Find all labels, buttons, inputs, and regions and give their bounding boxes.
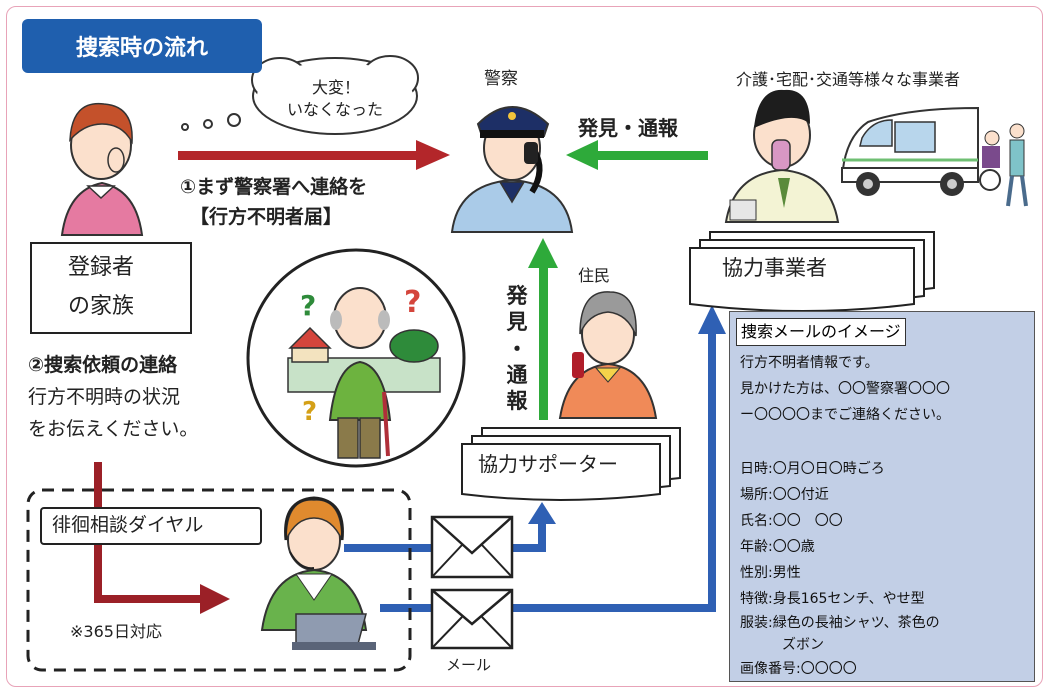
business-card-stack [689, 231, 935, 312]
mail-line: 服装:緑色の長袖シャツ、茶色の [740, 615, 940, 631]
mail-line: 見かけた方は、〇〇警察署〇〇〇 [740, 381, 950, 397]
family-member-illustration [60, 102, 144, 236]
consult-dial-label: 徘徊相談ダイヤル [52, 514, 204, 536]
business-worker-illustration [724, 89, 840, 223]
speech-bubble-line1: 大変！ [312, 78, 361, 97]
mail-line: ー〇〇〇〇までご連絡ください。 [740, 407, 950, 423]
step1-sublabel: 【行方不明者届】 [190, 206, 343, 228]
family-box-line2: の家族 [68, 294, 135, 319]
operator-illustration [260, 496, 376, 650]
found-report-label-vertical: 発 見 ・ 通 報 [506, 284, 528, 413]
mail-line: 日時:〇月〇日〇時ごろ [740, 461, 885, 477]
found-report-label-horizontal: 発見・通報 [578, 116, 678, 140]
svg-text:?: ? [300, 289, 316, 322]
police-officer-illustration [450, 106, 574, 233]
cooperating-supporter-label: 協力サポーター [478, 452, 618, 476]
family-box-line1: 登録者 [68, 255, 135, 280]
mail-line: 特徴:身長165センチ、やせ型 [740, 591, 925, 607]
consult-dial-area [26, 488, 412, 672]
speech-bubble-line2: いなくなった [287, 100, 384, 119]
step2-line1: 行方不明時の状況 [28, 386, 181, 408]
search-mail-title: 捜索メールのイメージ [736, 318, 906, 346]
title-badge [22, 19, 262, 73]
resident-illustration [558, 291, 658, 419]
registered-family-box [30, 242, 192, 334]
svg-text:?: ? [302, 397, 317, 427]
step2-line2: をお伝えください。 [28, 418, 199, 440]
mail-line: 行方不明者情報です。 [740, 355, 879, 371]
arrow-business-to-police [566, 140, 708, 170]
mail-envelope-icon [430, 588, 514, 650]
thought-bubble [181, 55, 419, 135]
mail-envelope-icon [430, 515, 514, 579]
lost-elderly-illustration: ? ? ? [246, 248, 466, 468]
police-label: 警察 [484, 69, 518, 89]
mail-line: 性別:男性 [740, 565, 801, 581]
consult-dial-box [40, 507, 262, 545]
arrow-supporter-to-police [528, 238, 558, 420]
mail-line: ズボン [740, 637, 824, 653]
diagram-title: 捜索時の流れ [75, 36, 208, 61]
step1-label: ①まず警察署へ連絡を [180, 176, 368, 198]
search-mail-panel [729, 311, 1035, 682]
mail-label: メール [446, 656, 492, 674]
resident-label: 住民 [578, 266, 611, 285]
businesses-label: 介護･宅配･交通等様々な事業者 [736, 70, 961, 89]
mail-line: 画像番号:〇〇〇〇 [740, 661, 857, 677]
mail-line: 氏名:〇〇 〇〇 [740, 513, 843, 529]
note-365-days: ※365日対応 [70, 622, 162, 641]
arrow-dial-to-business [380, 305, 726, 612]
mail-line: 場所:〇〇付近 [740, 487, 829, 503]
outer-frame [6, 6, 1043, 687]
cooperating-business-label: 協力事業者 [722, 256, 827, 280]
svg-text:?: ? [404, 285, 421, 320]
mail-line: 年齢:〇〇歳 [740, 539, 815, 555]
step2-heading: ②捜索依頼の連絡 [28, 354, 178, 376]
arrow-family-to-police [178, 140, 450, 170]
supporter-card-stack [461, 427, 681, 501]
care-van-illustration [840, 106, 1028, 207]
